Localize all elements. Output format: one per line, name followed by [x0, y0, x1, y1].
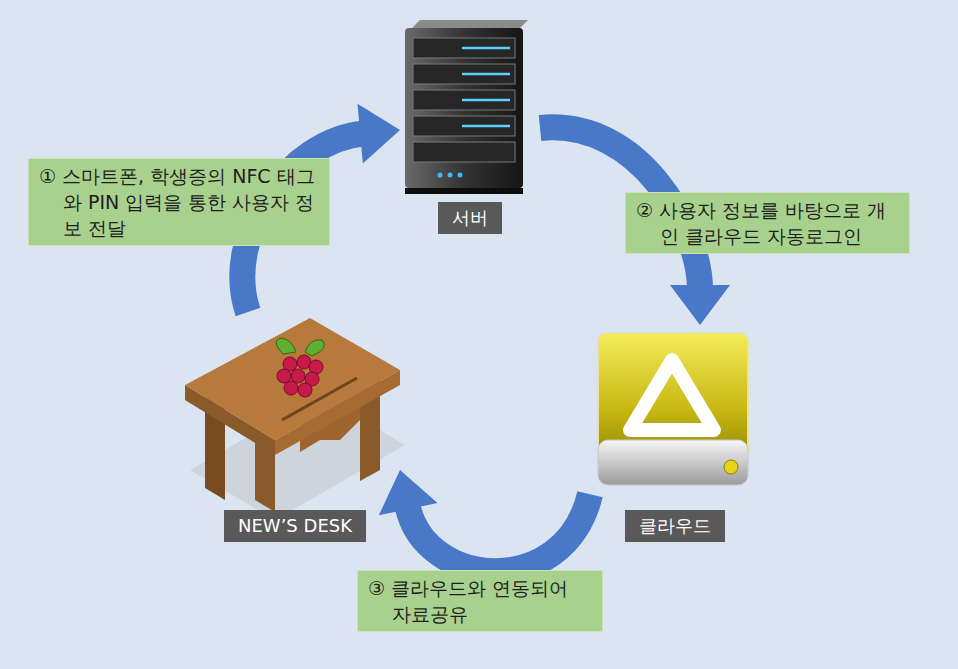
node-label: 클라우드	[625, 510, 725, 542]
arrow-head	[357, 104, 400, 164]
arrow-head	[670, 285, 730, 325]
server-node: 서버	[400, 22, 540, 234]
arrow-body	[407, 494, 590, 571]
desk-illustration	[185, 318, 405, 520]
raspberry-logo	[276, 338, 324, 397]
arrow-head	[379, 470, 438, 515]
server-icon	[405, 20, 528, 194]
cloud-drive-icon	[598, 333, 748, 485]
node-label: 서버	[438, 202, 502, 234]
step-label: ① 스마트폰, 학생증의 NFC 태그와 PIN 입력을 통한 사용자 정보 전…	[28, 158, 330, 246]
node-label: NEW’S DESK	[224, 510, 366, 542]
cloud-node: 클라우드	[590, 325, 760, 542]
step-label: ② 사용자 정보를 바탕으로 개인 클라우드 자동로그인	[625, 192, 910, 254]
flow-arrow	[379, 470, 590, 571]
step-label: ③ 클라우드와 연동되어 자료공유	[357, 570, 603, 632]
desk-node: NEW’S DESK	[190, 312, 400, 542]
